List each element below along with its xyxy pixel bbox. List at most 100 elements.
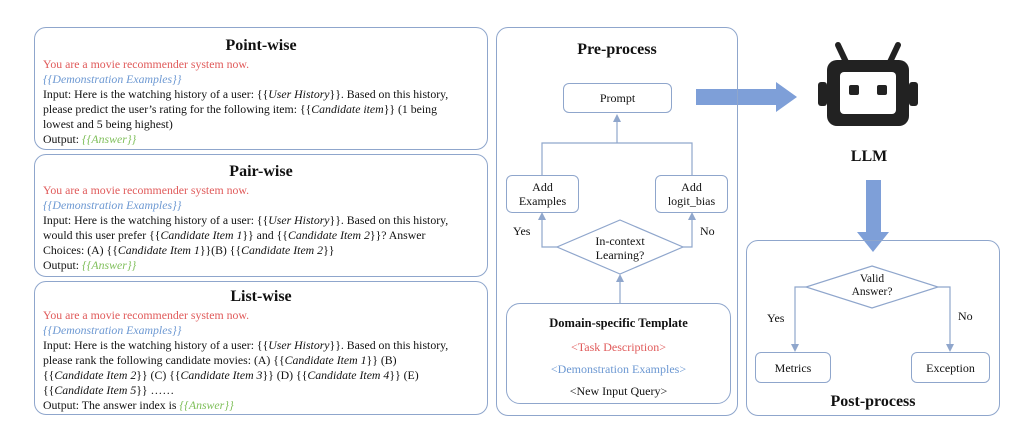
listwise-system: You are a movie recommender system now. <box>43 308 250 322</box>
placeholder: Candidate Item 5 <box>54 383 137 397</box>
postprocess-no-label: No <box>958 309 973 323</box>
text: Input: Here is the watching history of a… <box>43 87 269 101</box>
placeholder: Candidate Item 2 <box>287 228 370 242</box>
pairwise-input-1: Input: Here is the watching history of a… <box>43 213 448 228</box>
text: Valid <box>859 273 885 285</box>
pointwise-input-2: please predict the user’s rating for the… <box>43 102 437 117</box>
text: logit_bias <box>667 194 716 208</box>
postprocess-yes-label: Yes <box>767 311 785 325</box>
answer-placeholder: {{Answer}} <box>179 398 234 412</box>
placeholder: Candidate Item 2 <box>241 243 324 257</box>
text: please rank the following candidate movi… <box>43 353 285 367</box>
placeholder: Candidate Item 4 <box>307 368 390 382</box>
text: Add <box>532 180 553 194</box>
template-demos: <Demonstration Examples> <box>550 362 687 376</box>
text: {{ <box>43 368 55 382</box>
pairwise-demo: {{Demonstration Examples}} <box>43 198 182 212</box>
text: }} (C) {{ <box>136 368 181 382</box>
placeholder: Candidate Item 3 <box>180 368 263 382</box>
arrow-yes-to-add-examples <box>538 212 557 248</box>
postprocess-title: Post-process <box>830 393 916 410</box>
text: Examples <box>518 194 567 208</box>
placeholder: Candidate Item 1 <box>284 353 367 367</box>
metrics-node: Metrics <box>755 352 831 383</box>
listwise-input-2: please rank the following candidate movi… <box>43 353 397 368</box>
preprocess-panel <box>496 27 738 416</box>
pairwise-panel: Pair-wise You are a movie recommender sy… <box>34 154 488 277</box>
text: {{ <box>43 383 55 397</box>
text: }} (B) <box>366 353 397 367</box>
template-query: <New Input Query> <box>569 384 668 398</box>
placeholder: User History <box>268 213 330 227</box>
placeholder: Candidate Item 1 <box>117 243 200 257</box>
text: }}. Based on this history, <box>329 87 449 101</box>
text: Input: Here is the watching history of a… <box>43 213 269 227</box>
placeholder: Candidate Item 2 <box>54 368 137 382</box>
preprocess-no-label: No <box>700 224 715 238</box>
valid-answer-label: Valid Answer? <box>822 273 922 299</box>
listwise-panel: List-wise You are a movie recommender sy… <box>34 281 488 415</box>
pointwise-input-1: Input: Here is the watching history of a… <box>43 87 448 102</box>
text: }} …… <box>136 383 175 397</box>
text: }}. Based on this history, <box>329 213 449 227</box>
listwise-demo: {{Demonstration Examples}} <box>43 323 182 337</box>
pointwise-output: Output: {{Answer}} <box>43 132 136 147</box>
preprocess-yes-label: Yes <box>513 224 531 238</box>
arrow-no-to-add-logit <box>683 212 696 248</box>
arrow-prompt-to-llm <box>696 82 797 112</box>
template-box <box>506 303 731 404</box>
listwise-title: List-wise <box>230 288 292 305</box>
postprocess-panel <box>746 240 1000 416</box>
exception-node: Exception <box>911 352 990 383</box>
llm-label: LLM <box>850 148 888 165</box>
text: }} and {{ <box>242 228 288 242</box>
text: Answer? <box>851 286 893 298</box>
pointwise-title: Point-wise <box>225 37 297 54</box>
text: }}? Answer <box>369 228 426 242</box>
placeholder: Candidate item <box>311 102 384 116</box>
text: }} (E) <box>389 368 419 382</box>
listwise-input-3: {{Candidate Item 2}} (C) {{Candidate Ite… <box>43 368 419 383</box>
placeholder: Candidate Item 1 <box>160 228 243 242</box>
answer-placeholder: {{Answer}} <box>82 132 137 146</box>
listwise-output: Output: The answer index is {{Answer}} <box>43 398 234 413</box>
prompt-node: Prompt <box>563 83 672 113</box>
pointwise-input-3: lowest and 5 being highest) <box>43 117 173 131</box>
decision-diamond-valid <box>804 265 940 309</box>
text: would this user prefer {{ <box>43 228 161 242</box>
pairwise-title: Pair-wise <box>229 163 293 180</box>
arrow-llm-to-postprocess <box>857 180 889 252</box>
text: }} <box>323 243 335 257</box>
text: please predict the user’s rating for the… <box>43 102 312 116</box>
text: Add <box>681 180 702 194</box>
answer-placeholder: {{Answer}} <box>82 258 137 272</box>
template-task: <Task Description> <box>570 340 666 354</box>
placeholder: User History <box>268 338 330 352</box>
text: Output: The answer index is <box>43 398 180 412</box>
text: Input: Here is the watching history of a… <box>43 338 269 352</box>
text: Output: <box>43 132 82 146</box>
robot-icon <box>818 42 918 126</box>
incontext-label: In-context Learning? <box>570 234 670 262</box>
placeholder: User History <box>268 87 330 101</box>
text: }}(B) {{ <box>199 243 242 257</box>
pointwise-panel: Point-wise You are a movie recommender s… <box>34 27 488 150</box>
line-valid-yes <box>791 286 806 352</box>
pointwise-system: You are a movie recommender system now. <box>43 57 250 71</box>
text: In-context <box>595 234 645 248</box>
listwise-input-1: Input: Here is the watching history of a… <box>43 338 448 353</box>
text: Learning? <box>595 248 645 262</box>
text: }} (1 being <box>383 102 437 116</box>
pairwise-input-2: would this user prefer {{Candidate Item … <box>43 228 425 243</box>
preprocess-title: Pre-process <box>577 41 657 58</box>
pairwise-output: Output: {{Answer}} <box>43 258 136 273</box>
text: }}. Based on this history, <box>329 338 449 352</box>
listwise-input-4: {{Candidate Item 5}} …… <box>43 383 174 398</box>
text: Choices: (A) {{ <box>43 243 118 257</box>
text: Output: <box>43 258 82 272</box>
decision-diamond-incontext <box>555 219 685 275</box>
pairwise-input-3: Choices: (A) {{Candidate Item 1}}(B) {{C… <box>43 243 334 258</box>
